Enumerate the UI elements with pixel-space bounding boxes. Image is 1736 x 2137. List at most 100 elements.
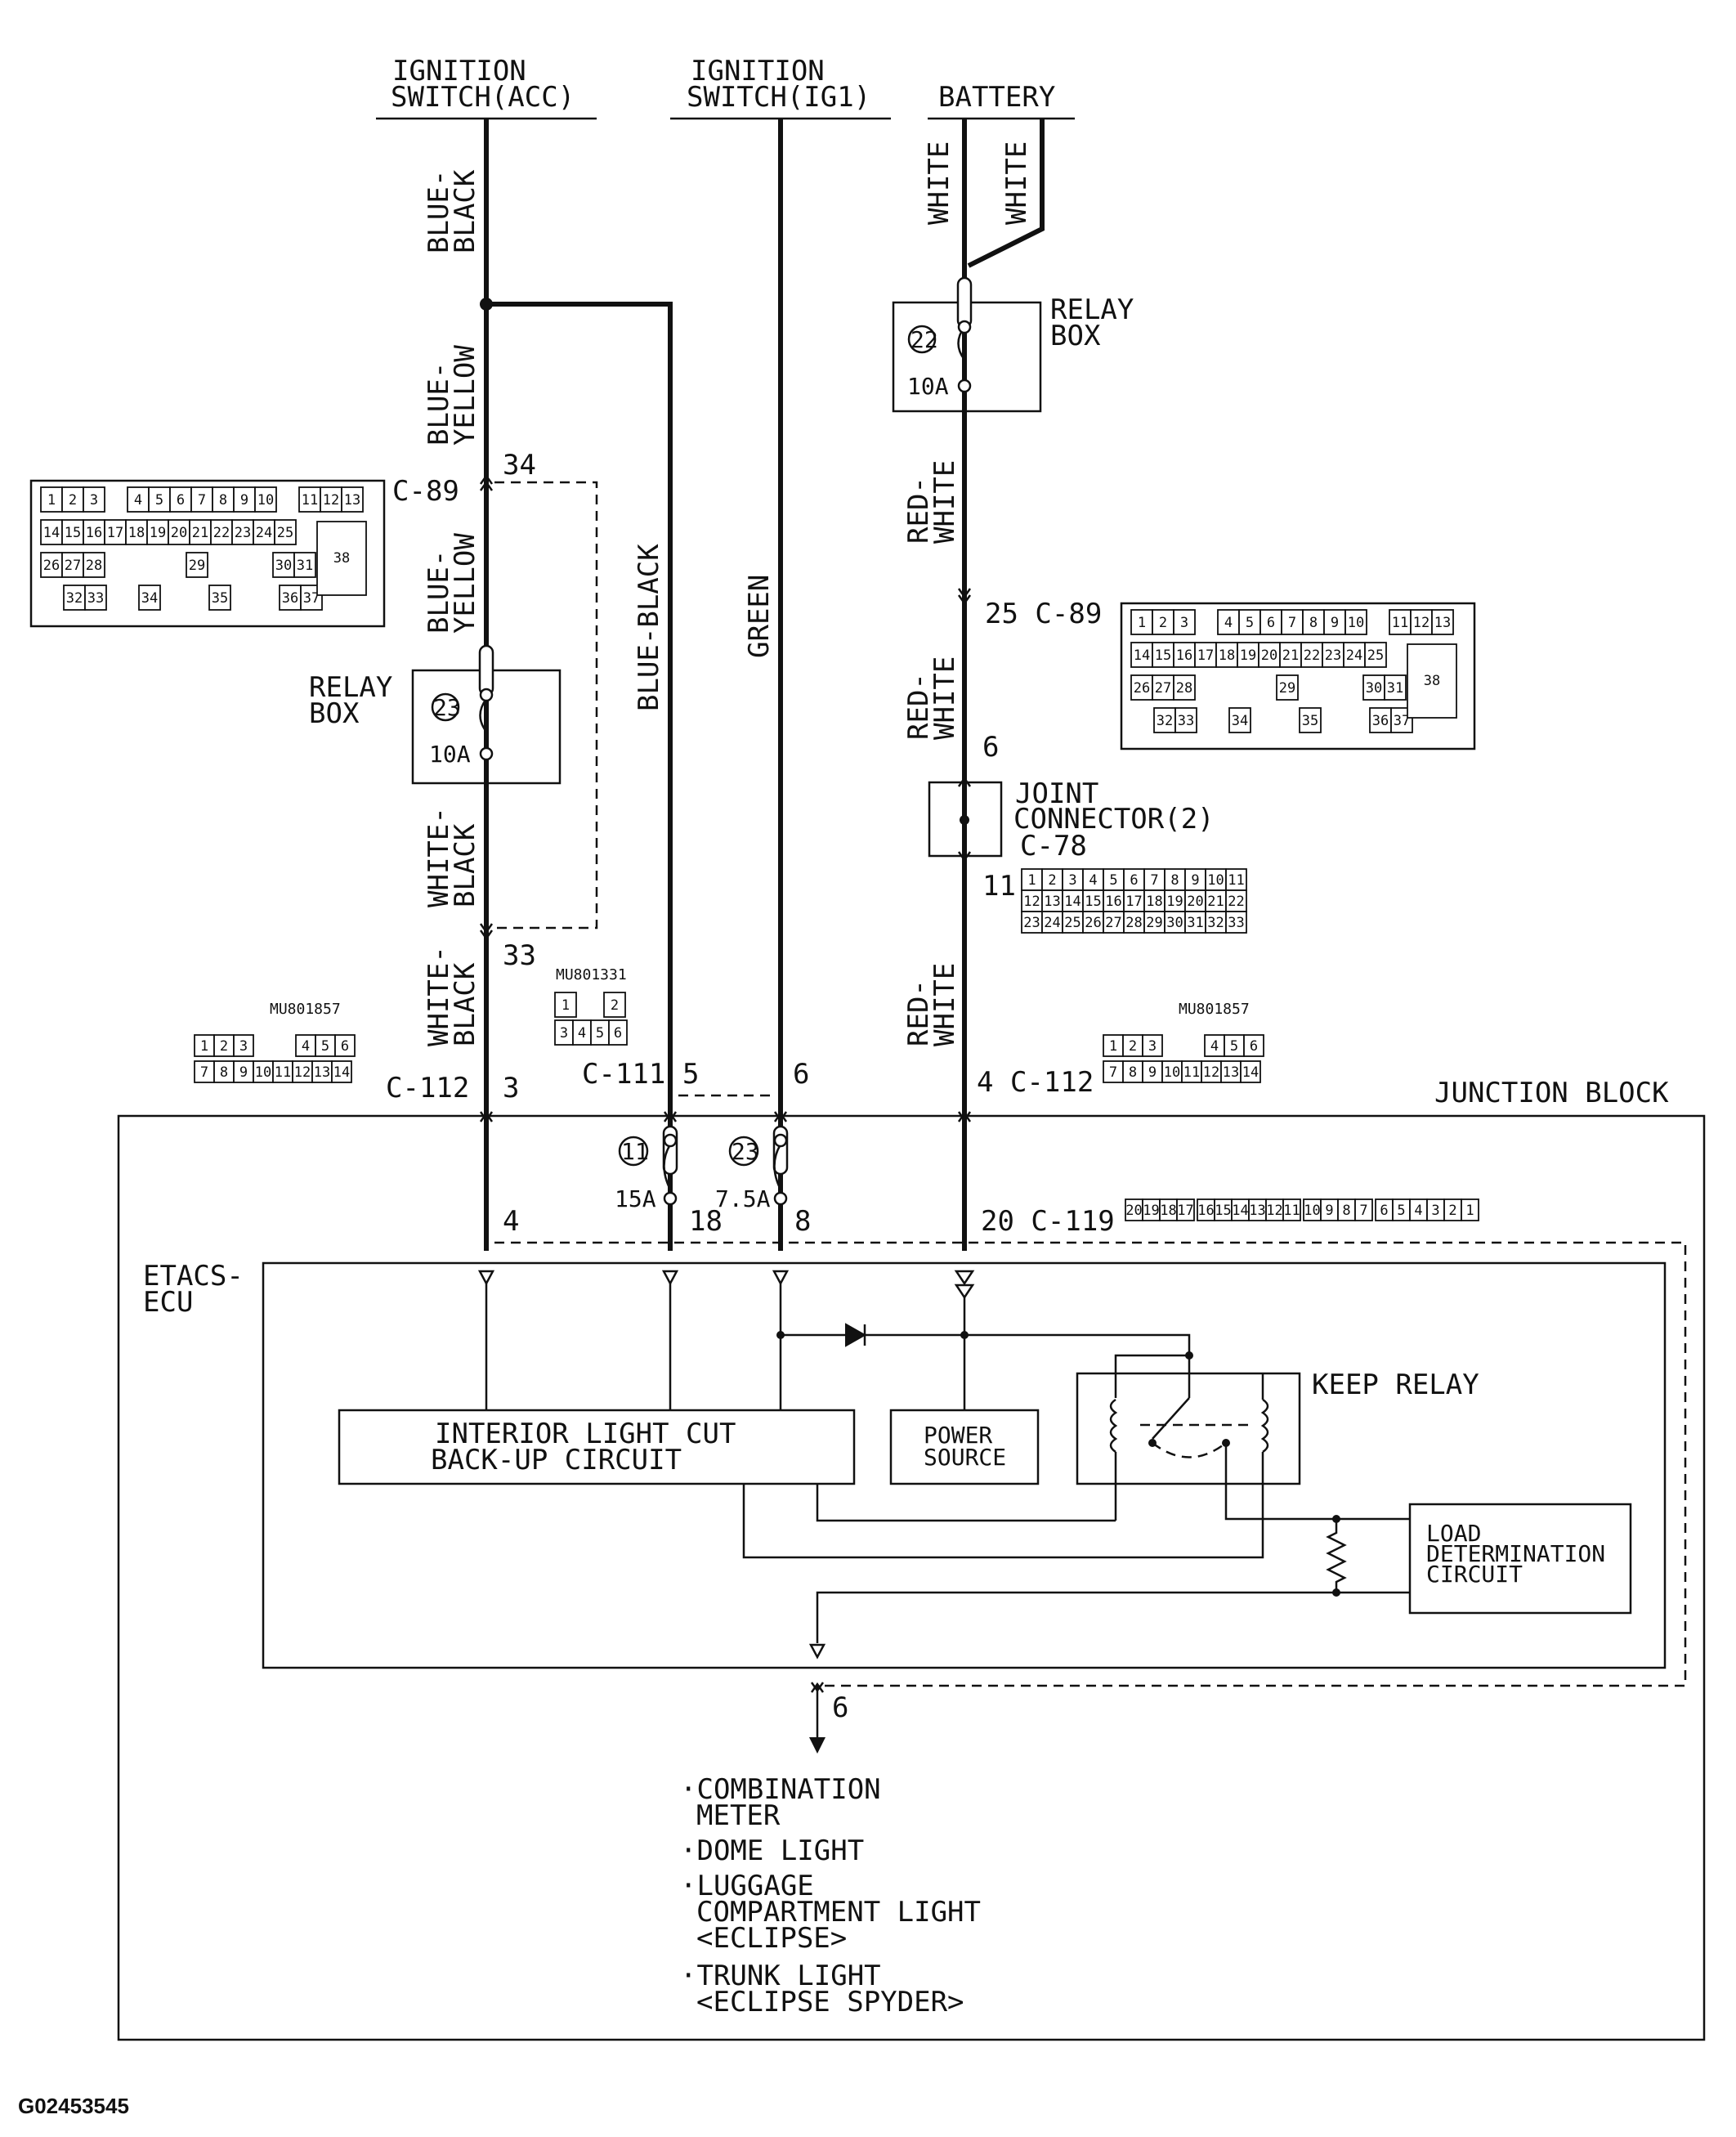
ig1-label-2: SWITCH(IG1)	[687, 81, 870, 114]
pin-label: 6	[793, 1058, 809, 1091]
connector-pin-number: 21	[1207, 894, 1224, 910]
pin-label: 33	[503, 939, 536, 972]
connector-pin-number: 6	[1267, 615, 1275, 631]
connector-pin-cell	[272, 1060, 293, 1083]
wire-color-label: RED-	[902, 979, 935, 1046]
fuse-number: 23	[732, 1138, 759, 1165]
connector-pin-cell	[190, 486, 213, 513]
connector-pin-cell	[213, 1060, 235, 1083]
connector-pin-number: 14	[1064, 894, 1081, 910]
connector-pin-cell	[1259, 609, 1282, 635]
wire-color-label: WHITE	[928, 656, 961, 740]
connector-pin-number: 2	[220, 1038, 228, 1055]
output-item: <ECLIPSE SPYDER>	[696, 1986, 964, 2018]
connector-pin-cell	[293, 552, 316, 578]
connector-pin-number: 32	[1157, 713, 1173, 729]
fuse-link	[773, 1144, 782, 1190]
wire-color-label: BLUE-	[423, 362, 455, 446]
connector-pin-cell	[334, 1034, 356, 1057]
connector-pin-number: 9	[240, 492, 248, 508]
connector-pin-cell	[1276, 674, 1299, 701]
relay-wire	[1224, 1443, 1410, 1521]
fuse-link	[663, 1144, 672, 1190]
connector-pin-cell	[292, 1060, 313, 1083]
acc-label-2: SWITCH(ACC)	[391, 81, 575, 114]
connector-pin-number: 23	[235, 525, 251, 541]
connector-pin-cell	[83, 552, 105, 578]
connector-pin-number: 2	[1159, 615, 1167, 631]
pin-label: 4	[503, 1205, 519, 1238]
connector-pin-number: 7	[1109, 1064, 1117, 1081]
connector-label: C-89	[392, 475, 459, 508]
relay-wire	[1114, 1354, 1189, 1398]
connector-pin-number: 9	[1325, 1203, 1333, 1219]
block-label: CIRCUIT	[1426, 1561, 1523, 1588]
block-label: KEEP RELAY	[1312, 1369, 1479, 1401]
wire-color-label: WHITE	[928, 963, 961, 1046]
connector-pin-number: 4	[1089, 872, 1097, 889]
pin-label: 18	[689, 1205, 723, 1238]
relay-contact	[1152, 1397, 1190, 1440]
connector-pin-number: 19	[1240, 647, 1256, 664]
connector-pin-cell	[1176, 1198, 1195, 1221]
connector-pin-number: 5	[1246, 615, 1254, 631]
connector-pin-cell	[1021, 868, 1043, 891]
connector-pin-number: 37	[1394, 713, 1410, 729]
connector-pin-number: 7	[1150, 872, 1158, 889]
etacs-label: ETACS-	[143, 1260, 244, 1293]
relay-coil-icon	[1260, 1398, 1269, 1454]
connector-pin-number: 5	[1109, 872, 1117, 889]
connector-pin-number: 12	[1266, 1203, 1282, 1219]
diode-icon	[845, 1323, 867, 1347]
connector-pin-number: 1	[562, 997, 570, 1014]
joint-dot	[960, 815, 969, 825]
connector-pin-number: 1	[1109, 1038, 1117, 1055]
connector-pin-number: 29	[189, 558, 205, 574]
connector-pin-number: 13	[1223, 1064, 1239, 1081]
connector-pin-number: 12	[1203, 1064, 1219, 1081]
connector-pin-number: 12	[323, 492, 339, 508]
connector-pin-cell	[311, 1060, 333, 1083]
connector-pin-number: 3	[1068, 872, 1076, 889]
connector-pin-number: 6	[1130, 872, 1138, 889]
relay-wire	[816, 1484, 1116, 1522]
junction-block-label: JUNCTION BLOCK	[1434, 1077, 1669, 1109]
connector-pin-cell	[1161, 1060, 1183, 1083]
keep-relay-block	[1076, 1372, 1301, 1485]
connector-pin-number: 24	[1044, 915, 1060, 931]
connector-pin-cell	[254, 486, 277, 513]
wire-color-label: BLUE-BLACK	[633, 544, 665, 711]
connector-pin-cell	[1302, 609, 1325, 635]
fuse-body	[478, 644, 494, 697]
connector-pin-number: 3	[1180, 615, 1188, 631]
connector-pin-number: 14	[333, 1064, 350, 1081]
connector-pin-cell	[1225, 889, 1247, 912]
connector-pin-number: 4	[1224, 615, 1233, 631]
pin-label: 6	[832, 1691, 848, 1724]
connector-pin-cell	[1173, 674, 1196, 701]
fuse-number-circle	[431, 692, 460, 722]
connector-pin-number: 17	[107, 525, 123, 541]
connector-pin-cell	[40, 519, 63, 545]
relay-linkage	[1152, 1442, 1227, 1458]
connector-pin-number: 36	[1372, 713, 1389, 729]
pin-label: 3	[503, 1072, 519, 1104]
connector-pin-cell	[1225, 911, 1247, 934]
junction-block	[117, 1114, 1706, 2041]
block-label: INTERIOR LIGHT CUT	[435, 1418, 736, 1450]
block-label: SOURCE	[924, 1444, 1006, 1471]
load-determination-block	[1408, 1503, 1632, 1615]
connector-pin-cell	[1384, 674, 1407, 701]
connector-pin-cell	[104, 519, 127, 545]
connector-pin-cell	[148, 486, 171, 513]
connector-pin-number: 6	[614, 1025, 622, 1042]
terminal-marker	[954, 1284, 975, 1300]
connector-pin-cell	[1130, 642, 1153, 668]
connector-pin-number: 33	[1178, 713, 1194, 729]
connector-pin-number: 22	[1228, 894, 1244, 910]
connector-pin-cell	[1130, 609, 1153, 635]
part-number: MU801857	[270, 1001, 341, 1018]
terminal-marker	[954, 1270, 975, 1286]
connector-pin-number: 13	[1249, 1203, 1265, 1219]
